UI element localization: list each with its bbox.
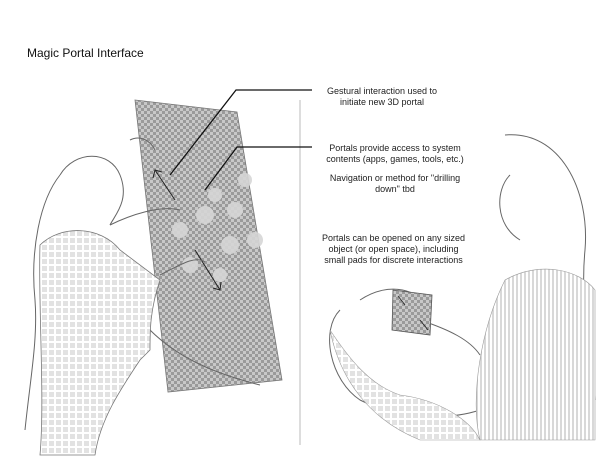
woman-figure-left — [24, 137, 261, 431]
annotation-line: Portals provide access to system — [329, 143, 461, 153]
leader-line-portals — [204, 146, 312, 191]
woman-shirt-left — [39, 230, 161, 456]
portal-icons — [172, 173, 263, 282]
woman-shirt-right — [475, 268, 596, 441]
annotation-line: initiate new 3D portal — [339, 97, 425, 107]
annotation-line: object (or open space), including — [328, 244, 459, 254]
figure-title: Magic Portal Interface — [27, 46, 144, 60]
leader-line-gesture — [169, 89, 312, 176]
annotation-line: small pads for discrete interactions — [324, 255, 463, 265]
gesture-arrows — [152, 169, 222, 291]
annotation-line: Portals can be opened on any sized — [321, 233, 466, 243]
annotation-portals: Portals provide access to system content… — [310, 143, 480, 165]
annotation-line: contents (apps, games, tools, etc.) — [326, 154, 464, 164]
annotation-line: Navigation or method for "drilling — [329, 173, 461, 183]
pad-gesture-arrows — [397, 295, 429, 331]
annotation-gesture: Gestural interaction used to initiate ne… — [312, 86, 452, 108]
annotation-navigation: Navigation or method for "drilling down"… — [310, 173, 480, 195]
small-portal-pad — [391, 289, 433, 336]
annotation-line: Gestural interaction used to — [326, 86, 438, 96]
annotation-pads: Portals can be opened on any sized objec… — [306, 233, 481, 266]
woman-pants-right — [329, 329, 481, 441]
annotation-line: down" tbd — [375, 184, 415, 194]
